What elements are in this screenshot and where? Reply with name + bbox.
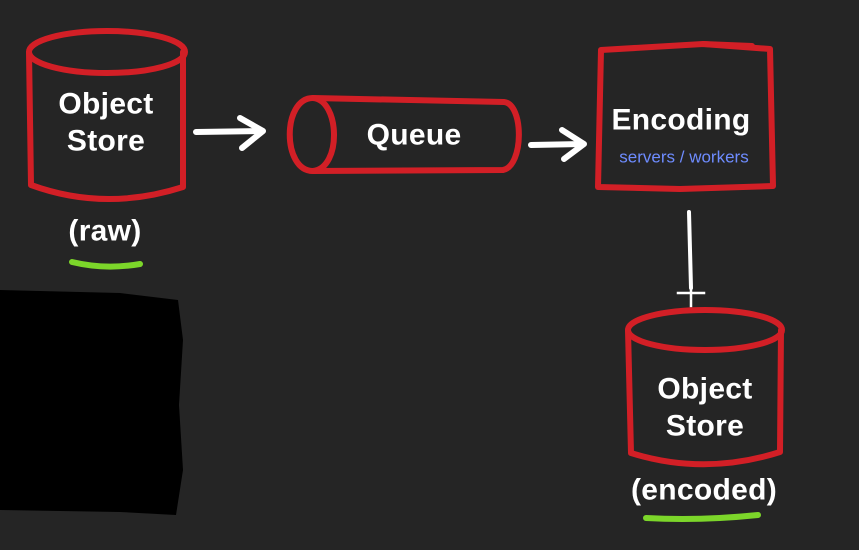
crosshair-cursor-icon [676,278,706,308]
redaction-block [0,290,183,515]
encoding-sublabel: servers / workers [619,147,749,167]
queue-pipe [286,95,522,174]
object-store-raw-tag: (raw) [68,214,142,248]
queue-label: Queue [366,118,462,152]
arrow-queue-to-encoding [528,127,587,162]
object-store-encoded-line1: Object [657,372,753,406]
arrow-store-to-queue [193,115,266,151]
underline-raw [69,259,143,270]
object-store-encoded-label: Object Store [657,371,752,444]
object-store-encoded-tag: (encoded) [630,473,778,507]
object-store-raw-line2: Store [66,124,146,157]
underline-encoded [643,512,761,522]
object-store-raw-label: Object Store [58,86,153,159]
encoding-label: Encoding [611,103,751,137]
connector-encoding-to-store [687,210,693,290]
object-store-raw-line1: Object [58,87,154,121]
object-store-encoded-cylinder [625,307,785,468]
encoding-box [595,41,776,192]
object-store-raw-cylinder [26,28,188,202]
object-store-encoded-line2: Store [665,409,745,442]
